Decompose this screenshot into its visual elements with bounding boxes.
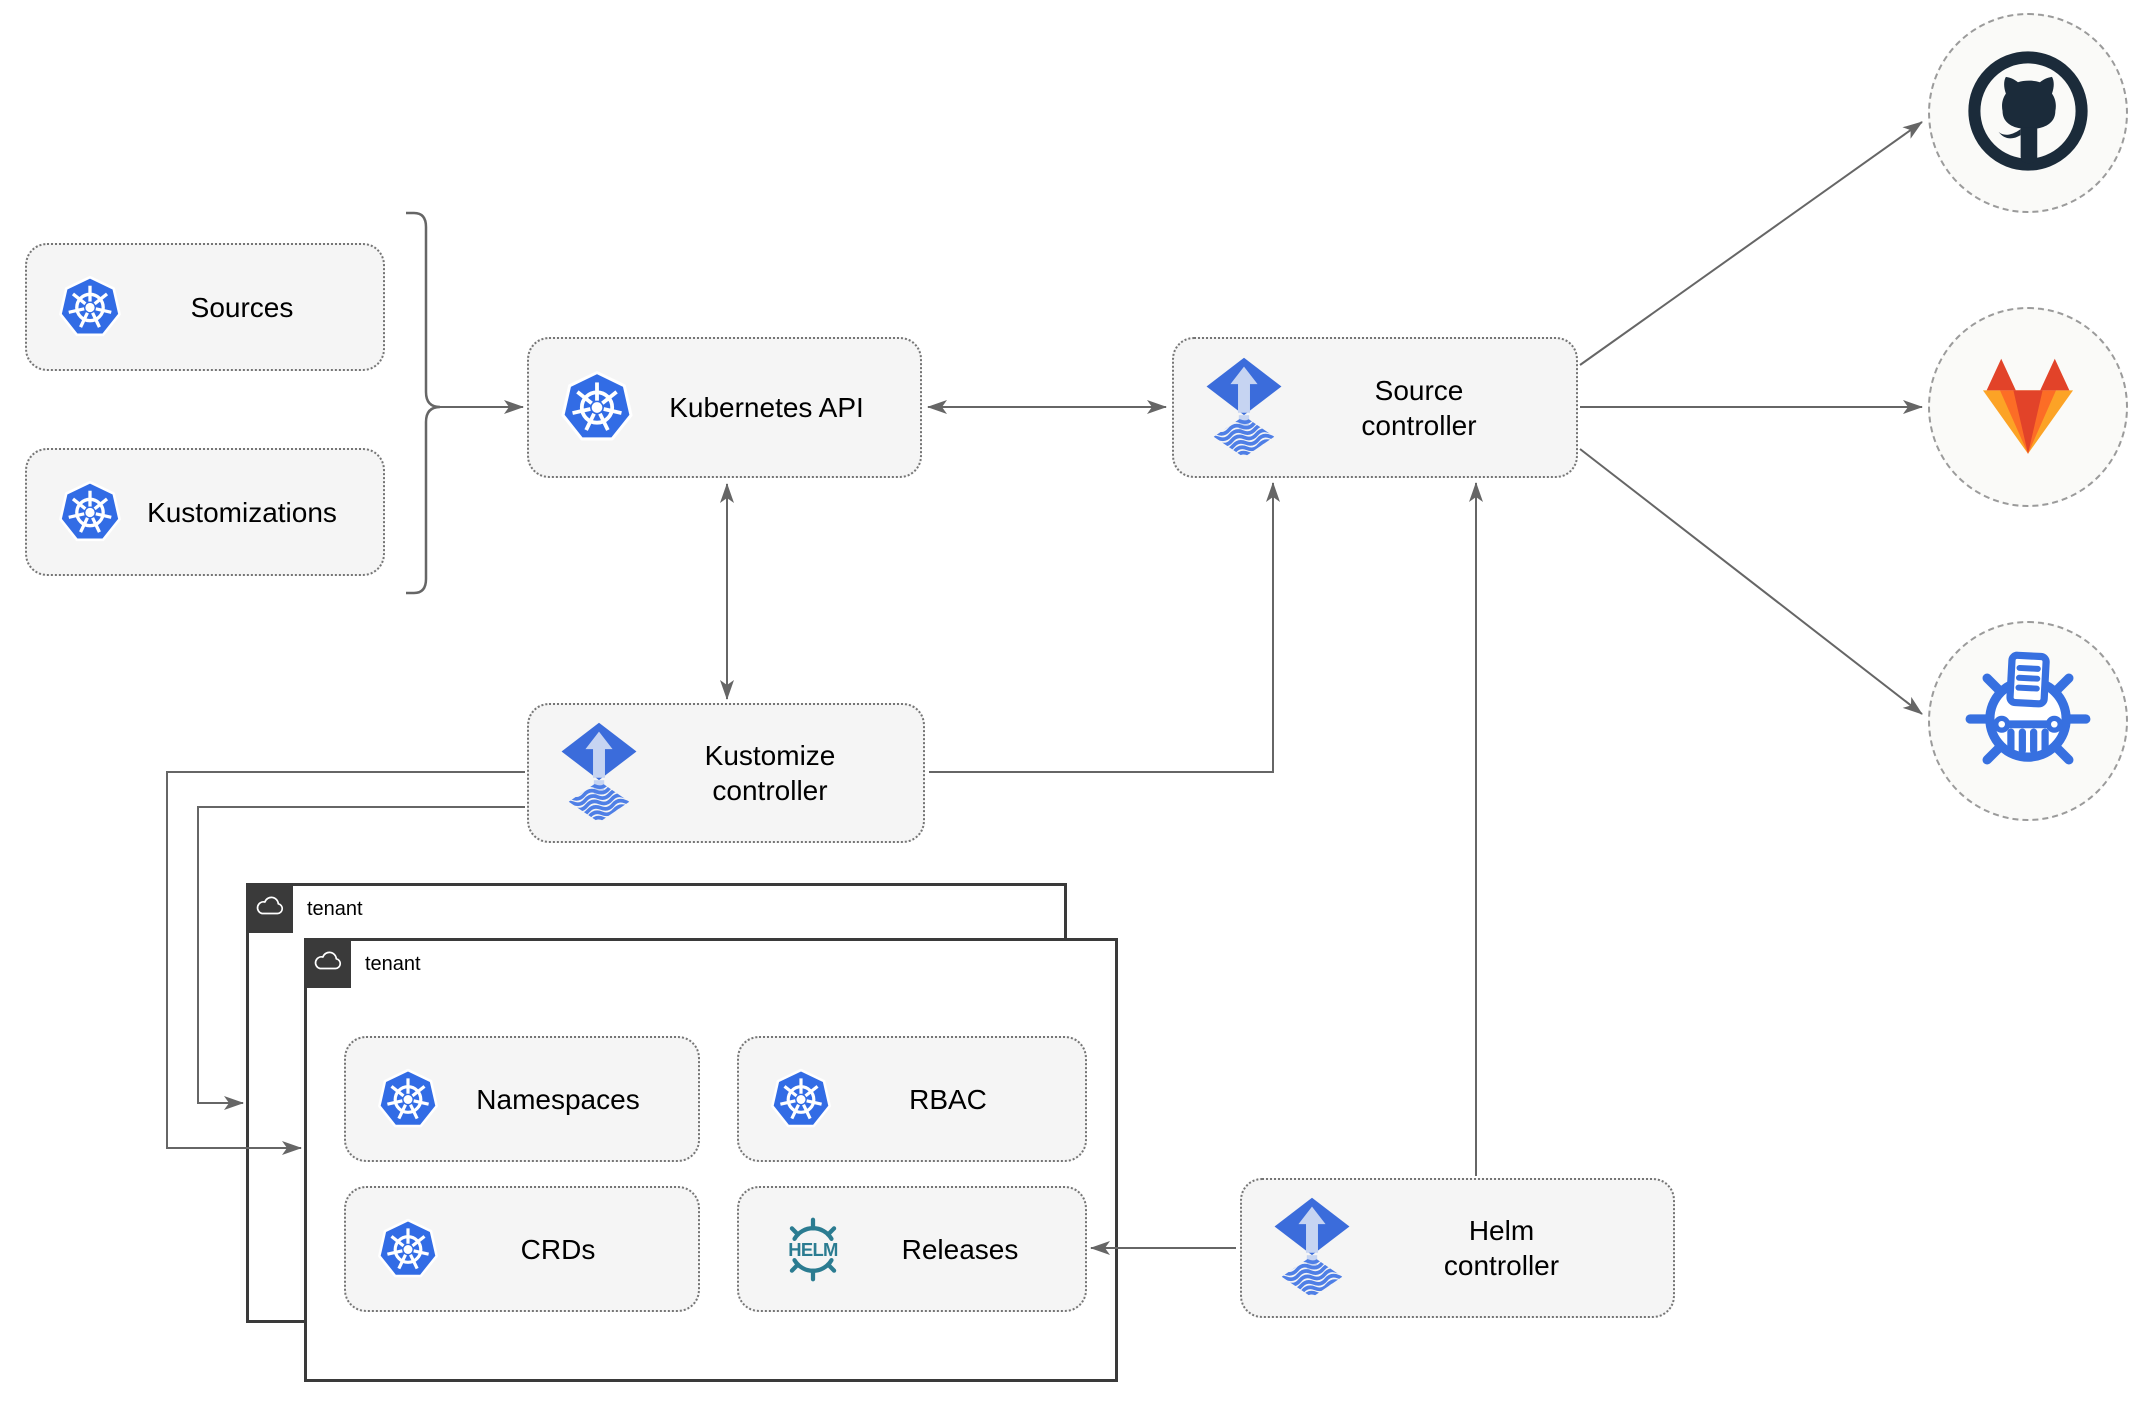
cloud-icon bbox=[254, 894, 286, 922]
node-kubernetes-api: Kubernetes API bbox=[527, 337, 922, 478]
node-sources-label: Sources bbox=[190, 291, 294, 323]
tenant-back-label: tenant bbox=[307, 898, 363, 920]
helm-wheel-icon: HELM bbox=[769, 1214, 857, 1285]
kubernetes-icon bbox=[559, 368, 635, 447]
endpoint-chart-repository bbox=[1928, 621, 2128, 821]
github-icon bbox=[1961, 44, 2095, 183]
kubernetes-icon bbox=[376, 1066, 440, 1133]
node-rbac-label: RBAC bbox=[909, 1083, 987, 1115]
node-helm-controller-label: Helm controller bbox=[1443, 1215, 1560, 1281]
node-releases-label: Releases bbox=[901, 1233, 1019, 1265]
flux-icon bbox=[1204, 357, 1284, 459]
kubernetes-icon bbox=[376, 1216, 440, 1283]
endpoint-gitlab bbox=[1928, 307, 2128, 507]
tenant-front-label: tenant bbox=[365, 953, 421, 975]
node-kustomize-controller-label: Kustomize controller bbox=[704, 740, 836, 806]
node-kustomizations-label: Kustomizations bbox=[147, 496, 337, 528]
chartmuseum-icon bbox=[1962, 648, 2094, 795]
node-sources: Sources bbox=[25, 243, 385, 371]
node-helm-controller: Helm controller bbox=[1240, 1178, 1675, 1318]
flux-icon bbox=[1272, 1197, 1352, 1299]
bracket-sources-kustomizations bbox=[406, 211, 441, 595]
endpoint-github bbox=[1928, 13, 2128, 213]
tenant-back-header bbox=[246, 883, 293, 933]
node-namespaces-label: Namespaces bbox=[476, 1083, 640, 1115]
kubernetes-icon bbox=[57, 273, 123, 342]
gitlab-icon bbox=[1967, 349, 2089, 466]
node-releases: HELM Releases bbox=[737, 1186, 1087, 1312]
node-namespaces: Namespaces bbox=[344, 1036, 700, 1162]
node-rbac: RBAC bbox=[737, 1036, 1087, 1162]
edge-kustomize-controller-source-controller bbox=[929, 482, 1280, 773]
cloud-icon bbox=[312, 949, 344, 977]
edge-source-controller-github bbox=[1579, 121, 1923, 366]
node-crds-label: CRDs bbox=[520, 1233, 596, 1265]
flux-icon bbox=[559, 722, 639, 824]
node-kustomizations: Kustomizations bbox=[25, 448, 385, 576]
edge-source-controller-chart-repository bbox=[1579, 448, 1923, 715]
kubernetes-icon bbox=[769, 1066, 833, 1133]
node-kubernetes-api-label: Kubernetes API bbox=[669, 392, 864, 423]
node-crds: CRDs bbox=[344, 1186, 700, 1312]
tenant-front-header bbox=[304, 938, 351, 988]
node-source-controller-label: Source controller bbox=[1361, 374, 1477, 441]
node-kustomize-controller: Kustomize controller bbox=[527, 703, 925, 843]
kubernetes-icon bbox=[57, 478, 123, 547]
helm-wordmark: HELM bbox=[788, 1238, 838, 1259]
node-source-controller: Source controller bbox=[1172, 337, 1578, 478]
